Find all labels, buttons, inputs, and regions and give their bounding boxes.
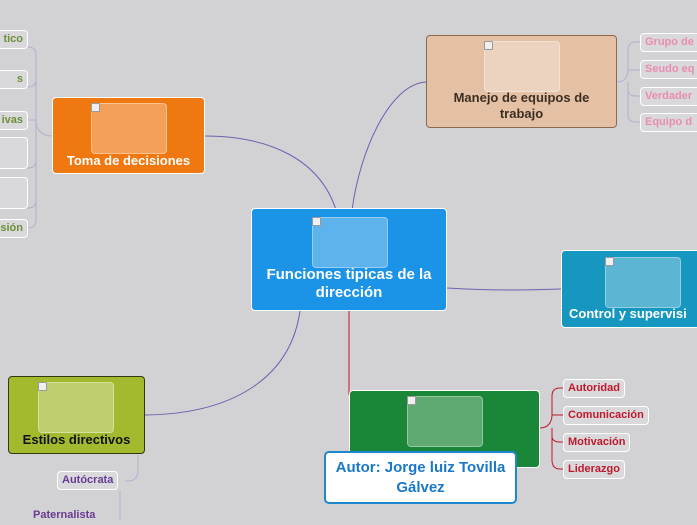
toma-title: Toma de decisiones bbox=[66, 152, 191, 168]
control-image bbox=[605, 257, 681, 308]
link-manejo-leaves bbox=[616, 41, 640, 123]
link-central-estilos bbox=[144, 310, 301, 416]
branch-toma-de-decisiones[interactable]: Toma de decisiones bbox=[52, 97, 205, 174]
green-leaf-liderazgo[interactable]: Liderazgo bbox=[563, 460, 625, 479]
manejo-leaf-2[interactable]: Seudo eq bbox=[640, 60, 697, 79]
control-title: Control y supervisi bbox=[569, 305, 687, 321]
green-leaf-motivacion[interactable]: Motivación bbox=[563, 433, 631, 452]
link-central-control bbox=[446, 287, 562, 291]
estilos-image bbox=[38, 382, 114, 433]
green-image bbox=[407, 396, 483, 447]
green-leaf-comunicacion[interactable]: Comunicación bbox=[563, 406, 649, 425]
author-box: Autor: Jorge luiz Tovilla Gálvez bbox=[324, 451, 517, 504]
branch-control-y-supervision[interactable]: Control y supervisi bbox=[561, 250, 697, 328]
estilos-leaf-paternalista[interactable]: Paternalista bbox=[33, 509, 96, 521]
central-topic[interactable]: Funciones tipicas de la dirección bbox=[251, 208, 447, 311]
branch-manejo-de-equipos[interactable]: Manejo de equipos de trabajo bbox=[426, 35, 617, 128]
estilos-leaf-autocrata[interactable]: Autócrata bbox=[57, 471, 119, 490]
estilos-title: Estilos directivos bbox=[22, 431, 131, 447]
branch-estilos-directivos[interactable]: Estilos directivos bbox=[8, 376, 145, 454]
green-leaf-autoridad[interactable]: Autoridad bbox=[563, 379, 625, 398]
toma-leaf-1[interactable]: tico bbox=[0, 30, 28, 49]
toma-image bbox=[91, 103, 167, 154]
manejo-image bbox=[484, 41, 560, 92]
central-title: Funciones tipicas de la dirección bbox=[266, 265, 432, 302]
toma-leaf-6[interactable]: sión bbox=[0, 219, 28, 238]
link-central-manejo bbox=[351, 81, 427, 211]
central-image bbox=[312, 217, 388, 268]
manejo-leaf-3[interactable]: Verdader bbox=[640, 87, 697, 106]
toma-leaf-5[interactable] bbox=[0, 177, 28, 209]
manejo-leaf-1[interactable]: Grupo de bbox=[640, 33, 697, 52]
link-estilos-leaves bbox=[119, 455, 139, 520]
manejo-leaf-4[interactable]: Equipo d bbox=[640, 113, 697, 132]
link-green-leaves bbox=[539, 387, 563, 470]
link-central-toma bbox=[204, 135, 337, 211]
toma-leaf-4[interactable] bbox=[0, 137, 28, 169]
toma-leaf-2[interactable]: s bbox=[0, 70, 28, 89]
manejo-title: Manejo de equipos de trabajo bbox=[453, 89, 590, 121]
toma-leaf-3[interactable]: ivas bbox=[0, 111, 28, 130]
